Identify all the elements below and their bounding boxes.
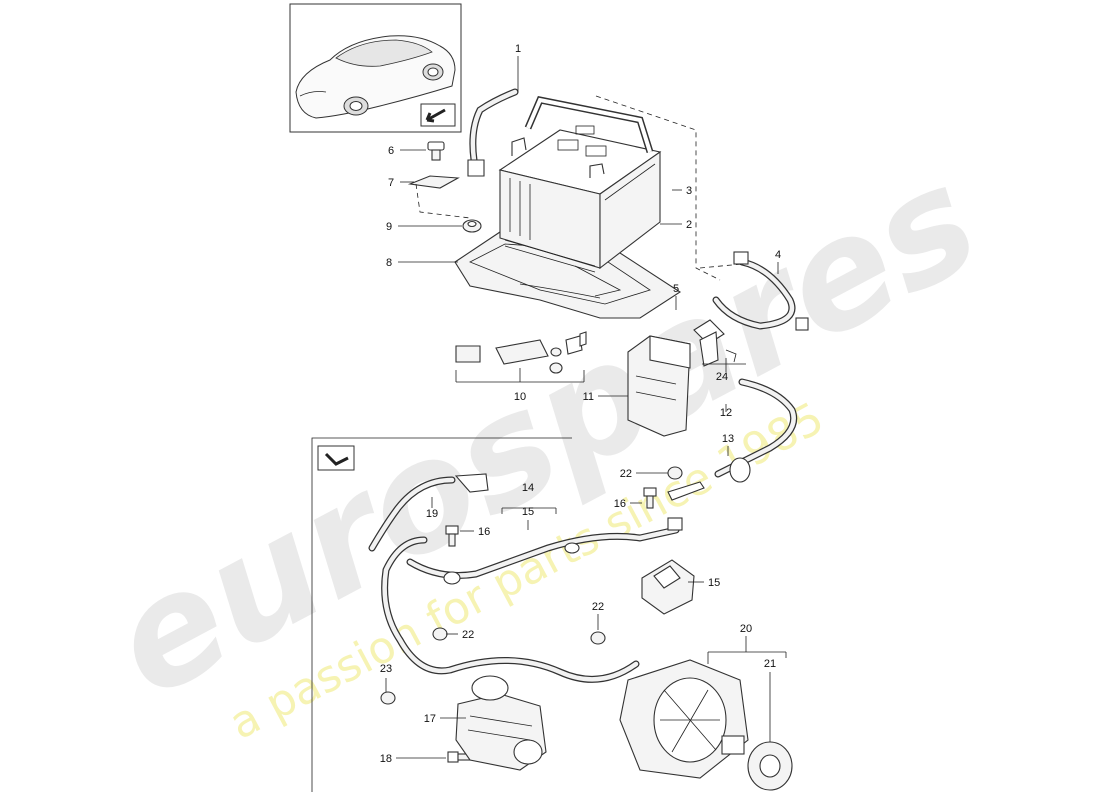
ground-cable	[467, 88, 519, 177]
leader-lines	[385, 56, 787, 759]
battery	[498, 96, 662, 273]
callout-3: 3	[686, 185, 692, 197]
retaining-bracket	[407, 175, 460, 189]
main-cable-harness	[381, 517, 683, 683]
callout-1: 1	[515, 43, 521, 55]
short-cable	[368, 473, 489, 552]
callout-2: 2	[686, 219, 692, 231]
callout-8: 8	[386, 257, 392, 269]
callout-19: 19	[426, 508, 438, 520]
nut-22-upper	[667, 466, 683, 480]
cover-parts	[455, 331, 587, 374]
callout-16-right: 16	[614, 498, 626, 510]
mounting-screw	[427, 141, 445, 161]
battery-cable	[712, 251, 809, 331]
callout-22-left: 22	[462, 629, 474, 641]
positive-cable	[667, 378, 798, 501]
callout-11: 11	[583, 391, 594, 403]
callout-6: 6	[388, 145, 394, 157]
car-thumbnail-icon	[295, 35, 456, 119]
callout-5: 5	[673, 283, 679, 295]
callout-15-right: 15	[708, 577, 720, 589]
callout-12: 12	[720, 407, 732, 419]
callout-15-top: 15	[522, 506, 534, 518]
nut-22-middle	[590, 631, 606, 645]
callout-16-left: 16	[478, 526, 490, 538]
hex-nut	[462, 219, 482, 233]
alternator	[619, 659, 749, 779]
callout-23: 23	[380, 663, 392, 675]
callout-22-middle: 22	[592, 601, 604, 613]
callout-13: 13	[722, 433, 734, 445]
installation-arrow-icon	[317, 445, 355, 471]
terminal-cover	[641, 559, 695, 615]
car-thumbnail	[289, 3, 462, 133]
screw-16-left	[445, 525, 459, 547]
callout-9: 9	[386, 221, 392, 233]
callout-18: 18	[380, 753, 392, 765]
callout-24: 24	[716, 371, 728, 383]
callout-7: 7	[388, 177, 394, 189]
screw-16-right	[643, 487, 657, 509]
callout-10: 10	[514, 391, 526, 403]
callout-20: 20	[740, 623, 752, 635]
installation-frame	[311, 437, 572, 792]
control-unit	[627, 319, 725, 437]
callout-4: 4	[775, 249, 781, 261]
pulley	[747, 741, 793, 791]
callout-21: 21	[764, 658, 776, 670]
nut-23	[380, 691, 396, 705]
nut-22-left	[432, 627, 448, 641]
callout-14: 14	[522, 482, 534, 494]
starter-motor	[455, 675, 547, 771]
callout-17: 17	[424, 713, 436, 725]
callout-labels: 1 2 3 4 5 6 7 8 9 10 11 12 13 14 15 15 1…	[380, 43, 781, 765]
callout-22-upper: 22	[620, 468, 632, 480]
direction-arrow-icon	[420, 103, 456, 127]
bolt-set	[699, 331, 737, 367]
